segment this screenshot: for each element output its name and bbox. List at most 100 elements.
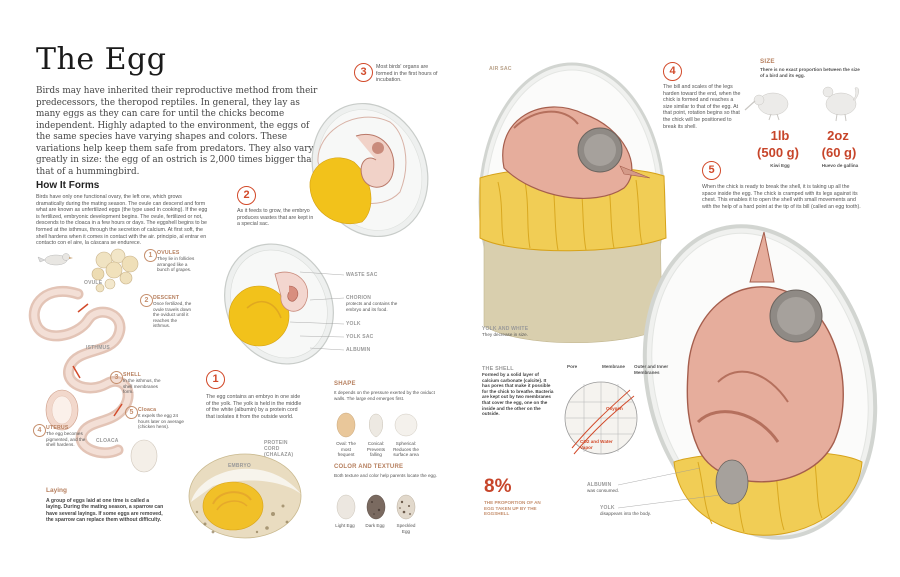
albumin-label: ALBUMIN <box>346 347 371 353</box>
how-it-forms-text: Birds have only one functional ovary, th… <box>36 194 208 247</box>
step-4-title: UTERUS <box>46 425 69 431</box>
shape-conical-label: Conical: Prevents falling <box>366 441 386 458</box>
eggshell-percent-text: THE PROPORTION OF AN EGG TAKEN UP BY THE… <box>484 500 541 517</box>
page-title: The Egg <box>36 42 167 77</box>
kiwi-value: 1lb <box>770 128 790 143</box>
shape-heading: SHAPE <box>334 381 356 387</box>
shape-oval-label: Oval: The most frequent <box>336 441 356 458</box>
texture-eggs <box>336 494 416 520</box>
stage-4-badge: 4 <box>663 62 682 81</box>
shape-eggs <box>336 412 418 438</box>
stage-1-egg-illustration <box>188 453 302 539</box>
step-2: DESCENT Once fertilized, the ovule trave… <box>153 295 195 329</box>
oxygen-label: Oxygen <box>606 406 623 411</box>
dark-egg <box>366 494 386 520</box>
step-4-text: The egg becomes pigmented, and the shell… <box>46 431 86 448</box>
waste-sac-label: WASTE SAC <box>346 272 378 278</box>
step-3-text: In the isthmus, the shell membranes form… <box>123 378 161 395</box>
hen-illustration <box>822 86 859 122</box>
ovary-follicles <box>91 248 139 293</box>
sparrow-illustration <box>37 253 73 266</box>
yolk-disappears-label: YOLK <box>600 505 615 511</box>
step-4-badge: 4 <box>33 424 46 437</box>
stage-2-text: As it feeds to grow, the embryo produces… <box>237 208 314 228</box>
kiwi-label: Kiwi Egg <box>770 163 790 168</box>
stage-3-badge: 3 <box>354 63 373 82</box>
stage-1-badge: 1 <box>206 370 225 389</box>
chorion-text: protects and contains the embryo and its… <box>346 301 398 312</box>
cloaca-label: CLOACA <box>96 438 119 444</box>
laying-heading: Laying <box>46 487 67 494</box>
step-5: Cloaca It expels the egg 24 hours later … <box>138 407 184 430</box>
eggshell-percent: 8% <box>484 476 512 497</box>
texture-light-label: Light Egg <box>335 523 355 528</box>
oval-egg <box>336 412 356 438</box>
intro-text: Birds may have inherited their reproduct… <box>36 86 318 177</box>
ovule-label: OVULE <box>84 280 103 286</box>
membrane-label: Membrane <box>602 364 625 369</box>
shell-annotation: THE SHELL Formed by a solid layer of cal… <box>482 366 554 417</box>
laying-text: A group of eggs laid at one time is call… <box>46 498 164 524</box>
shape-spherical-label: Spherical: Reduces the surface area <box>393 441 419 458</box>
step-2-text: Once fertilized, the ovule travels down … <box>153 301 192 329</box>
albumin-consumed-label: ALBUMIN <box>587 482 612 488</box>
laid-egg <box>130 439 158 473</box>
yolk-sac-label: YOLK SAC <box>346 334 374 340</box>
step-2-badge: 2 <box>140 294 153 307</box>
texture-text: Both texture and color help parents loca… <box>334 473 437 478</box>
co2-label: CO2 and Water Vapor <box>580 439 613 450</box>
spherical-egg <box>394 413 418 437</box>
stage-3-egg-illustration <box>309 102 429 238</box>
air-sac-label: AIR SAC <box>489 66 512 72</box>
albumin-consumed-text: was consumed. <box>587 488 619 493</box>
step-5-text: It expels the egg 24 hours later on aver… <box>138 413 184 430</box>
stage-5-text: When the chick is ready to break the she… <box>702 184 861 210</box>
stage-5-badge: 5 <box>702 161 721 180</box>
yolk-disappears-text: disappears into the body. <box>600 511 651 516</box>
step-4: UTERUS The egg becomes pigmented, and th… <box>46 425 86 448</box>
shape-text: It depends on the pressure exerted by th… <box>334 390 435 401</box>
stage-5-egg-illustration <box>642 224 878 540</box>
stage-3-text: Most birds' organs are formed in the fir… <box>376 64 438 84</box>
shell-text: Formed by a solid layer of calcium carbo… <box>482 372 554 417</box>
stage-4-text: The bill and scales of the legs harden t… <box>663 84 741 130</box>
texture-heading: COLOR AND TEXTURE <box>334 464 404 470</box>
texture-dark-label: Dark Egg <box>365 523 385 528</box>
kiwi-value-metric: (500 g) <box>757 145 799 160</box>
step-1-badge: 1 <box>144 249 157 262</box>
outer-inner-membranes-label: Outer and Inner Membranes <box>634 364 669 375</box>
stage-2-egg-illustration <box>224 243 334 365</box>
size-heading: SIZE <box>760 58 775 65</box>
stage-2-badge: 2 <box>237 186 256 205</box>
step-1-text: They lie in follicles arranged like a bu… <box>157 256 195 273</box>
stage-1-text: The egg contains an embryo in one side o… <box>206 394 302 420</box>
shell-heading: THE SHELL <box>482 366 514 372</box>
chorion-annotation: CHORION protects and contains the embryo… <box>346 295 404 312</box>
step-3-title: SHELL <box>123 372 142 378</box>
pore-label: Pore <box>567 364 578 369</box>
step-1: OVULES They lie in follicles arranged li… <box>157 250 197 273</box>
hen-value: 2oz <box>827 128 849 143</box>
step-2-title: DESCENT <box>153 295 180 301</box>
protein-cord-label: PROTEIN CORD (CHALAZA) <box>264 440 294 458</box>
yolk-white-text: They decrease in size. <box>482 332 528 337</box>
hen-value-metric: (60 g) <box>821 145 857 160</box>
how-it-forms-body-es: principio, al entrar en contacto con el … <box>36 233 207 247</box>
isthmus-label: ISTHMUS <box>86 345 110 351</box>
reproductive-tract-diagram <box>28 248 158 473</box>
yolk-label: YOLK <box>346 321 361 327</box>
step-3: SHELL In the isthmus, the shell membrane… <box>123 372 163 395</box>
stage-4-egg-illustration <box>478 62 667 344</box>
albumin-consumed-annotation: ALBUMIN was consumed. <box>587 482 647 494</box>
chorion-label: CHORION <box>346 295 372 301</box>
yolk-white-annotation: YOLK AND WHITE They decrease in size. <box>482 326 552 338</box>
embryo-label: EMBRYO <box>228 463 251 469</box>
kiwi-illustration <box>744 92 789 121</box>
step-5-badge: 5 <box>125 406 138 419</box>
yolk-white-label: YOLK AND WHITE <box>482 326 529 332</box>
how-it-forms-heading: How It Forms <box>36 180 100 191</box>
conical-egg <box>369 413 383 438</box>
step-1-title: OVULES <box>157 250 180 256</box>
